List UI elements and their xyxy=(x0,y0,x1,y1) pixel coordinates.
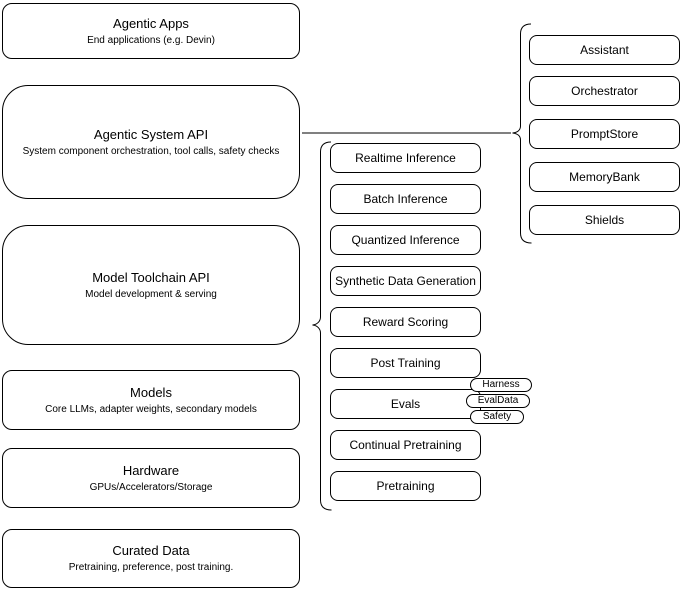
box-memorybank: MemoryBank xyxy=(529,162,680,192)
pill-label: Safety xyxy=(482,411,512,422)
box-evals: Evals xyxy=(330,389,481,419)
box-subtitle: System component orchestration, tool cal… xyxy=(22,145,280,157)
box-quantized-inference: Quantized Inference xyxy=(330,225,481,255)
box-label: Batch Inference xyxy=(363,192,448,206)
box-models: Models Core LLMs, adapter weights, secon… xyxy=(2,370,300,430)
box-title: Agentic System API xyxy=(93,126,209,142)
pill-label: Harness xyxy=(482,379,520,390)
box-label: Continual Pretraining xyxy=(349,438,462,452)
box-promptstore: PromptStore xyxy=(529,119,680,149)
box-label: Assistant xyxy=(580,43,629,57)
box-label: Reward Scoring xyxy=(362,315,449,329)
system-components-bracket xyxy=(512,23,532,244)
box-assistant: Assistant xyxy=(529,35,680,65)
box-subtitle: End applications (e.g. Devin) xyxy=(87,34,215,46)
box-title: Curated Data xyxy=(112,543,190,558)
box-shields: Shields xyxy=(529,205,680,235)
box-realtime-inference: Realtime Inference xyxy=(330,143,481,173)
box-agentic-apps: Agentic Apps End applications (e.g. Devi… xyxy=(2,3,300,59)
box-label: Orchestrator xyxy=(571,84,638,98)
box-reward-scoring: Reward Scoring xyxy=(330,307,481,337)
box-synthetic-data-generation: Synthetic Data Generation xyxy=(330,266,481,296)
box-title: Models xyxy=(130,384,172,400)
box-subtitle: GPUs/Accelerators/Storage xyxy=(89,481,213,493)
box-label: Synthetic Data Generation xyxy=(335,274,476,288)
box-orchestrator: Orchestrator xyxy=(529,76,680,106)
box-title: Hardware xyxy=(122,462,180,478)
pill-safety: Safety xyxy=(470,410,524,424)
toolchain-bracket xyxy=(312,141,332,511)
box-label: Shields xyxy=(584,213,625,227)
box-agentic-system-api: Agentic System API System component orch… xyxy=(2,85,300,199)
box-label: Pretraining xyxy=(376,479,435,493)
box-label: Evals xyxy=(390,397,421,411)
box-curated-data: Curated Data Pretraining, preference, po… xyxy=(2,529,300,588)
box-title: Agentic Apps xyxy=(113,15,189,31)
box-subtitle: Model development & serving xyxy=(85,288,217,300)
box-model-toolchain-api: Model Toolchain API Model development & … xyxy=(2,225,300,345)
box-label: Quantized Inference xyxy=(351,233,460,247)
box-label: MemoryBank xyxy=(569,170,640,184)
box-continual-pretraining: Continual Pretraining xyxy=(330,430,481,460)
box-label: PromptStore xyxy=(570,127,639,141)
box-subtitle: Pretraining, preference, post training. xyxy=(68,562,234,573)
box-pretraining: Pretraining xyxy=(330,471,481,501)
pill-evaldata: EvalData xyxy=(466,394,530,408)
box-hardware: Hardware GPUs/Accelerators/Storage xyxy=(2,448,300,508)
box-post-training: Post Training xyxy=(330,348,481,378)
box-label: Realtime Inference xyxy=(355,151,456,165)
box-subtitle: Core LLMs, adapter weights, secondary mo… xyxy=(45,403,257,415)
box-batch-inference: Batch Inference xyxy=(330,184,481,214)
pill-label: EvalData xyxy=(477,395,519,406)
pill-harness: Harness xyxy=(470,378,532,392)
box-label: Post Training xyxy=(370,356,441,370)
box-title: Model Toolchain API xyxy=(92,269,210,285)
